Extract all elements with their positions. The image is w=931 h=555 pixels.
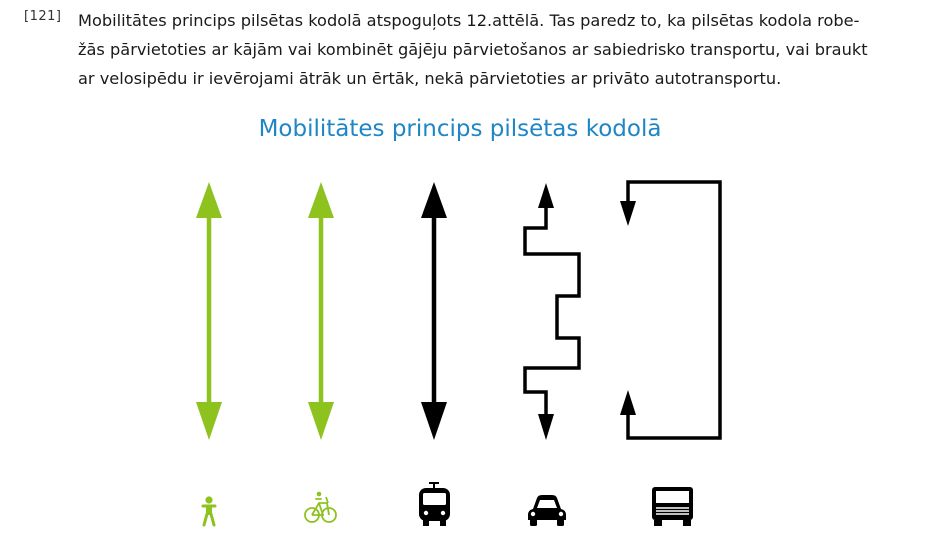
car-route-arrow (523, 183, 581, 440)
paragraph-number: [121] (24, 9, 62, 24)
paragraph-line: ar velosipēdu ir ievērojami ātrāk un ērt… (78, 69, 782, 88)
truck-route-arrow (620, 180, 722, 440)
tram-icon (419, 482, 450, 526)
figure-title: Mobilitātes princips pilsētas kodolā (258, 116, 662, 142)
paragraph-line: Mobilitātes princips pilsētas kodolā ats… (78, 11, 860, 30)
bicycle-icon (304, 491, 337, 523)
tram-route-arrow (421, 182, 447, 440)
truck-icon (652, 487, 693, 526)
pedestrian-route-arrow (196, 182, 222, 440)
pedestrian-icon (201, 496, 217, 527)
bicycle-route-arrow (308, 182, 334, 440)
body-paragraph: Mobilitātes princips pilsētas kodolā ats… (78, 6, 914, 93)
paragraph-line: žās pārvietoties ar kājām vai kombinēt g… (78, 40, 868, 59)
car-icon (528, 495, 566, 526)
